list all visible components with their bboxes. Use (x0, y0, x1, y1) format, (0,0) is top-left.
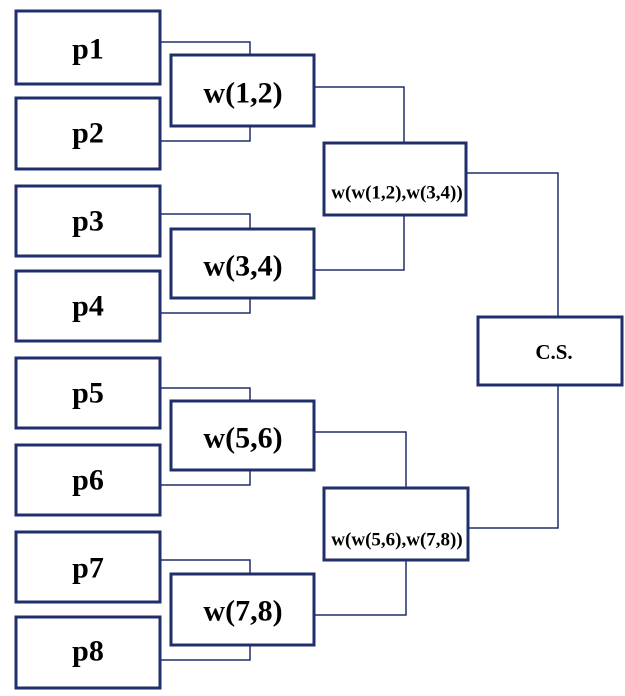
semifinal-box-1: w(w(1,2),w(3,4)) (322, 141, 468, 217)
champion-box: C.S. (476, 315, 624, 387)
winner-label: w(1,2) (203, 77, 282, 110)
connector-semi1-champion (466, 172, 559, 317)
connector-w34-semi1 (314, 215, 405, 271)
connector-p2-w12 (160, 126, 251, 142)
winner-label: w(5,6) (203, 422, 282, 455)
player-label: p6 (72, 464, 104, 497)
player-box-3: p3 (14, 184, 162, 258)
winner-box-1-2: w(1,2) (169, 53, 316, 128)
connectors-round2 (314, 86, 407, 616)
winner-box-7-8: w(7,8) (169, 572, 316, 647)
round2-column: w(w(1,2),w(3,4)) w(w(5,6),w(7,8)) (322, 141, 470, 562)
player-column: p1 p2 p3 p4 p5 p6 p7 p8 (14, 9, 162, 690)
connector-p3-w34 (160, 213, 251, 229)
player-label: p7 (72, 552, 104, 585)
player-box-7: p7 (14, 530, 162, 604)
winner-box-5-6: w(5,6) (169, 399, 316, 472)
connector-p7-w78 (160, 559, 251, 574)
connector-w78-semi2 (314, 560, 407, 616)
semifinal-label: w(w(5,6),w(7,8)) (331, 530, 462, 551)
player-label: p8 (72, 635, 104, 668)
connectors-round1 (160, 41, 251, 661)
player-box-6: p6 (14, 443, 162, 517)
winner-label: w(3,4) (203, 250, 282, 283)
player-label: p5 (72, 377, 104, 410)
connector-w12-semi1 (314, 86, 405, 143)
champion-label: C.S. (535, 340, 572, 364)
player-box-1: p1 (14, 9, 162, 86)
player-label: p2 (72, 117, 104, 150)
round1-column: w(1,2) w(3,4) w(5,6) w(7,8) (169, 53, 316, 647)
winner-label: w(7,8) (203, 595, 282, 628)
connector-p8-w78 (160, 645, 251, 661)
connector-semi2-champion (468, 385, 559, 529)
connector-p5-w56 (160, 387, 251, 401)
player-box-2: p2 (14, 96, 162, 171)
player-label: p3 (72, 205, 104, 238)
connector-p4-w34 (160, 298, 251, 314)
connector-p1-w12 (160, 41, 251, 55)
winner-box-3-4: w(3,4) (169, 227, 316, 300)
player-label: p1 (72, 33, 104, 66)
semifinal-label: w(w(1,2),w(3,4)) (331, 183, 462, 204)
connector-p6-w56 (160, 470, 251, 486)
player-box-4: p4 (14, 269, 162, 343)
player-box-5: p5 (14, 356, 162, 430)
player-box-8: p8 (14, 615, 162, 690)
connectors-final (466, 172, 559, 529)
player-label: p4 (72, 290, 104, 323)
connector-w56-semi2 (314, 431, 407, 488)
semifinal-box-2: w(w(5,6),w(7,8)) (322, 486, 470, 562)
